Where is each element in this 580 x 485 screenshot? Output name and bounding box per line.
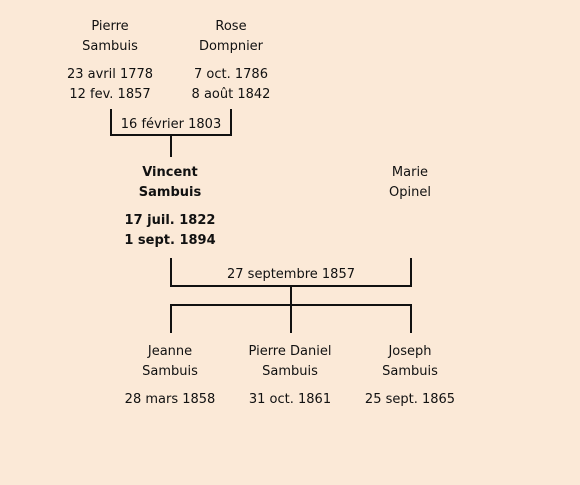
last-name: Sambuis <box>138 185 202 200</box>
birth-date: 31 oct. 1861 <box>248 392 332 407</box>
birth-date: 17 juil. 1822 <box>124 213 216 228</box>
first-name: Jeanne <box>147 344 193 359</box>
first-name: Joseph <box>388 344 432 359</box>
first-name: Vincent <box>142 165 198 180</box>
first-name: Rose <box>215 19 247 34</box>
last-name: Sambuis <box>262 364 318 379</box>
connector-line <box>410 304 412 333</box>
last-name: Dompnier <box>198 39 264 54</box>
connector-line <box>410 258 412 287</box>
connector-line <box>110 134 232 136</box>
connector-line <box>110 109 112 136</box>
birth-date: 7 oct. 1786 <box>194 67 268 82</box>
connector-line <box>170 136 172 157</box>
person-jeanne-sambuis[interactable]: Jeanne Sambuis 28 mars 1858 <box>105 342 235 410</box>
person-pierre-sambuis[interactable]: Pierre Sambuis 23 avril 1778 12 fev. 185… <box>45 17 175 105</box>
connector-line <box>170 285 412 287</box>
birth-date: 23 avril 1778 <box>66 67 154 82</box>
death-date: 8 août 1842 <box>191 87 271 102</box>
connector-line <box>170 258 172 287</box>
death-date: 1 sept. 1894 <box>124 233 216 248</box>
person-joseph-sambuis[interactable]: Joseph Sambuis 25 sept. 1865 <box>345 342 475 410</box>
person-rose-dompnier[interactable]: Rose Dompnier 7 oct. 1786 8 août 1842 <box>166 17 296 105</box>
connector-line <box>230 109 232 136</box>
person-pierre-daniel-sambuis[interactable]: Pierre Daniel Sambuis 31 oct. 1861 <box>225 342 355 410</box>
first-name: Marie <box>391 165 429 180</box>
person-marie-opinel[interactable]: Marie Opinel <box>345 163 475 203</box>
connector-line <box>290 304 292 333</box>
death-date: 12 fev. 1857 <box>69 87 151 102</box>
first-name: Pierre <box>91 19 129 34</box>
first-name: Pierre Daniel <box>248 344 332 359</box>
last-name: Opinel <box>389 185 431 200</box>
marriage-date-label: 27 septembre 1857 <box>227 267 355 282</box>
birth-date: 28 mars 1858 <box>124 392 216 407</box>
marriage-date-label: 16 février 1803 <box>120 117 222 132</box>
connector-line <box>170 304 172 333</box>
last-name: Sambuis <box>382 364 438 379</box>
last-name: Sambuis <box>142 364 198 379</box>
last-name: Sambuis <box>82 39 138 54</box>
birth-date: 25 sept. 1865 <box>364 392 456 407</box>
person-vincent-sambuis[interactable]: Vincent Sambuis 17 juil. 1822 1 sept. 18… <box>105 163 235 251</box>
connector-line <box>290 287 292 305</box>
